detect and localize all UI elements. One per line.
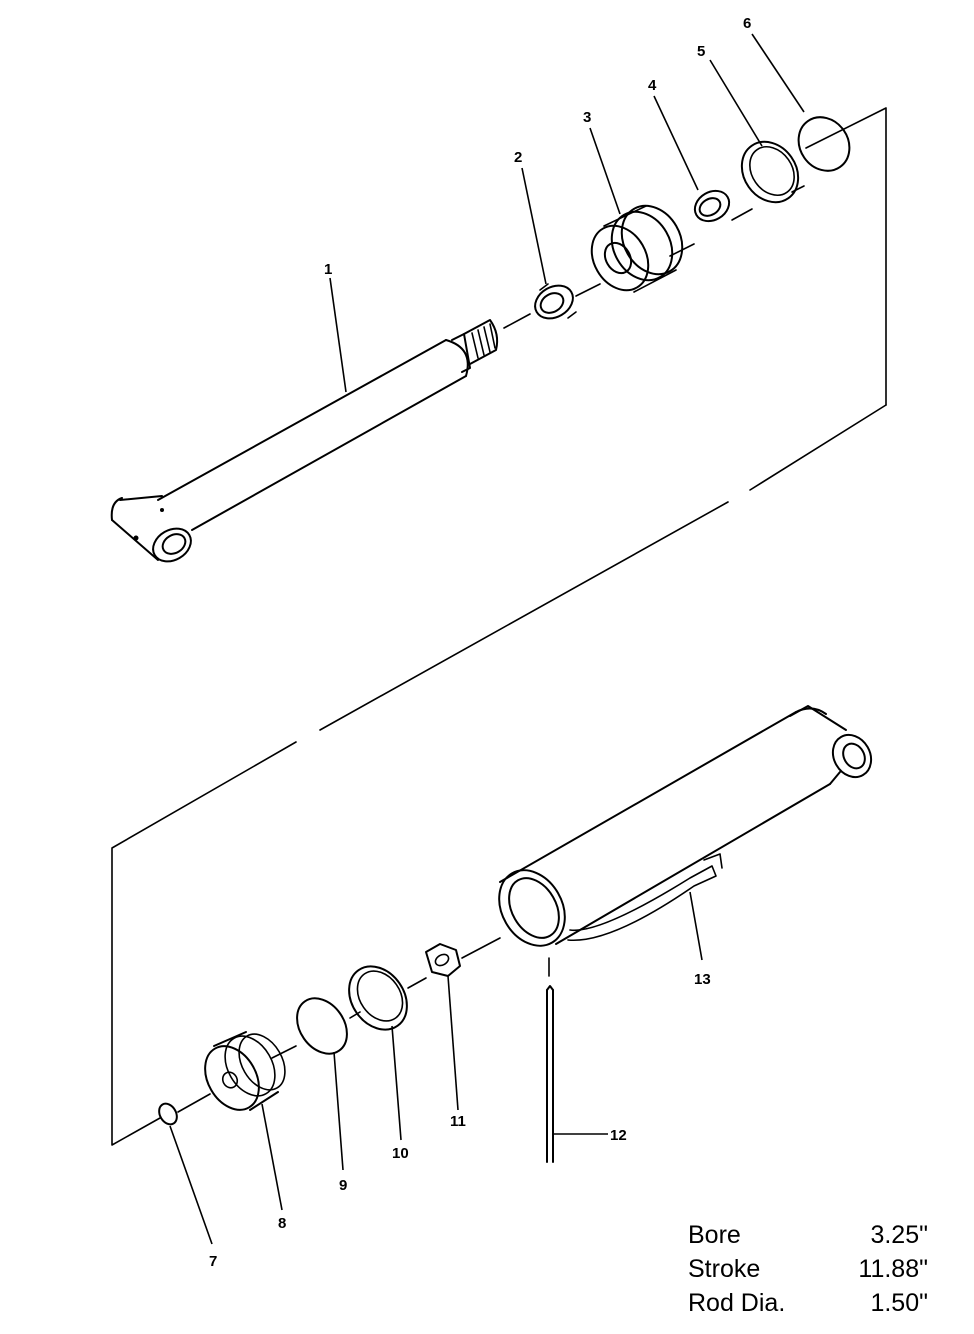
callout-9: 9 — [339, 1177, 347, 1194]
assembly-boundary-line — [111, 107, 887, 1146]
nut-part-11 — [425, 943, 461, 977]
gland-part-3 — [590, 204, 684, 293]
spec-value: 1.50" — [870, 1289, 928, 1317]
callout-11: 11 — [450, 1113, 466, 1130]
lower-axis-line — [177, 937, 501, 1113]
o-ring-part-6 — [797, 116, 851, 172]
backup-ring-part-5 — [740, 140, 800, 204]
callout-3: 3 — [583, 109, 591, 126]
callout-numbers: 1 2 3 4 5 6 7 8 9 10 11 12 13 — [209, 15, 751, 1270]
cylinder-barrel-part-13 — [498, 705, 873, 947]
piston-part-8 — [204, 1031, 286, 1111]
o-ring-part-9 — [296, 997, 348, 1055]
callout-4: 4 — [648, 77, 657, 94]
bushing-part-2 — [534, 283, 577, 320]
callout-6: 6 — [743, 15, 751, 32]
spec-row-rod-dia: Rod Dia. 1.50" — [688, 1286, 928, 1320]
spec-label: Stroke — [688, 1255, 761, 1283]
specifications-table: Bore 3.25" Stroke 11.88" Rod Dia. 1.50" — [688, 1218, 928, 1320]
callout-8: 8 — [278, 1215, 286, 1232]
callout-7: 7 — [209, 1253, 217, 1270]
spec-label: Rod Dia. — [688, 1289, 786, 1317]
callout-5: 5 — [697, 43, 705, 60]
leader-lines — [169, 33, 805, 1245]
spec-value: 3.25" — [870, 1221, 928, 1249]
piston-rod-part-1 — [110, 319, 499, 563]
callout-12: 12 — [610, 1127, 627, 1144]
spec-value: 11.88" — [858, 1255, 928, 1283]
callout-1: 1 — [324, 261, 332, 278]
spec-row-stroke: Stroke 11.88" — [688, 1252, 928, 1286]
small-o-ring-part-7 — [158, 1102, 178, 1126]
callout-10: 10 — [392, 1145, 409, 1162]
pin-part-12 — [546, 957, 554, 1163]
callout-13: 13 — [694, 971, 711, 988]
callout-2: 2 — [514, 149, 522, 166]
backup-ring-part-10 — [348, 965, 408, 1031]
spec-label: Bore — [688, 1221, 741, 1249]
spec-row-bore: Bore 3.25" — [688, 1218, 928, 1252]
ring-part-4 — [693, 189, 731, 223]
